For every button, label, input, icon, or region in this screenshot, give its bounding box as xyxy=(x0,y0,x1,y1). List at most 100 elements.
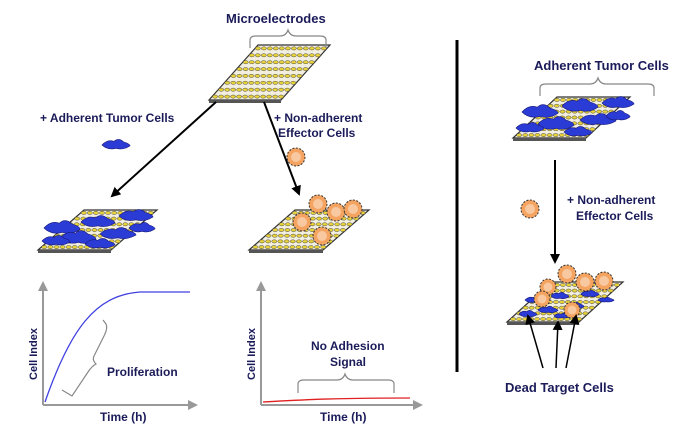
electrode-dot xyxy=(266,67,273,71)
electrode-dot xyxy=(283,239,290,244)
electrode-dot xyxy=(316,216,322,221)
electrode-dot xyxy=(255,46,261,51)
electrode-dot xyxy=(248,67,255,71)
electrode-dot xyxy=(546,317,552,321)
electrode-dot xyxy=(212,94,218,99)
electrode-dot xyxy=(236,87,243,92)
electrode-dot xyxy=(71,245,78,249)
electrode-dot xyxy=(41,245,48,249)
tumor-cell xyxy=(521,104,559,118)
electrode-dot xyxy=(534,133,541,137)
electrode-dot xyxy=(559,300,565,304)
tumor-cell-layer xyxy=(41,96,635,319)
electrode-dot xyxy=(224,80,231,85)
electrode-dot xyxy=(295,245,302,249)
electrode-dot xyxy=(577,121,584,126)
electrode-dot xyxy=(260,60,267,65)
electrode-dot xyxy=(583,300,589,304)
plot-left-ylabel: Cell Index xyxy=(27,328,40,380)
electrode-dot xyxy=(315,46,321,51)
electrode-dot xyxy=(296,60,303,65)
electrode-dot xyxy=(278,228,285,232)
electrode-dot xyxy=(309,228,315,232)
electrode-dot xyxy=(248,80,255,85)
tumor-right-bracket xyxy=(539,76,655,96)
label-no-adhesion-2: Signal xyxy=(330,355,367,369)
effector-cell-nucleus xyxy=(567,305,577,315)
effector-cell-nucleus xyxy=(599,276,609,286)
electrode-dot xyxy=(522,317,528,321)
electrode-dot xyxy=(315,222,322,227)
electrode-dot xyxy=(85,228,92,232)
electrode-dot xyxy=(285,216,292,221)
electrode-dot xyxy=(273,46,279,51)
electrode-dot xyxy=(290,74,297,78)
electrode-dot xyxy=(248,87,255,92)
electrode-dot xyxy=(266,87,273,92)
electrode-dot xyxy=(260,94,266,99)
electrode-dot xyxy=(302,53,309,58)
electrode-dot xyxy=(277,239,284,244)
tumor-cell xyxy=(101,139,131,150)
electrode-dot xyxy=(248,74,255,78)
electrode-dot xyxy=(296,239,302,244)
no-adhesion-curve xyxy=(262,397,411,403)
electrode-dot xyxy=(334,222,341,227)
tumor-cell xyxy=(80,215,116,227)
electrode-dot xyxy=(272,67,279,71)
electrode-dot xyxy=(301,245,308,249)
electrode-dot xyxy=(559,288,566,293)
electrode-dot xyxy=(296,233,303,238)
effector-cell-nucleus xyxy=(317,231,327,241)
electrode-dot xyxy=(230,94,236,99)
electrode-dot xyxy=(272,53,279,58)
electrode-dot xyxy=(265,239,271,244)
electrode-dot xyxy=(254,67,261,71)
electrode-dot xyxy=(105,211,111,215)
effector-cell-nucleus xyxy=(313,199,323,209)
electrode-dot xyxy=(296,74,303,78)
electrode-dot xyxy=(308,245,314,249)
effector-cell-nucleus xyxy=(543,282,553,292)
arrow-to-tumor-left xyxy=(110,101,217,198)
tumor-cell xyxy=(84,238,116,249)
electrode-dot xyxy=(242,67,249,71)
electrode-dot xyxy=(302,60,309,65)
electrode-dot xyxy=(308,53,315,58)
electrode-dot xyxy=(528,133,535,137)
electrode-dot xyxy=(321,46,327,51)
pointer-dead-1 xyxy=(525,314,544,369)
tumor-cell xyxy=(537,116,575,130)
label-microelectrodes: Microelectrodes xyxy=(226,11,326,26)
tumor-cell xyxy=(580,290,600,297)
electrode-dot xyxy=(571,288,578,293)
electrode-dot xyxy=(291,211,298,215)
electrode-dot xyxy=(248,60,255,65)
plot-proliferation xyxy=(38,281,198,410)
electrode-dot xyxy=(516,317,522,321)
electrode-dot xyxy=(528,305,535,310)
electrode-dot xyxy=(284,67,291,71)
electrode-dot xyxy=(566,283,572,287)
electrode-dot xyxy=(53,245,60,249)
electrode-dot xyxy=(346,222,353,227)
electrode-dot xyxy=(59,245,66,249)
electrode-dot xyxy=(582,305,589,310)
electrode-dot xyxy=(260,67,267,71)
electrode-dot xyxy=(266,94,272,99)
electrode-dot xyxy=(254,60,261,65)
electrode-dot xyxy=(248,94,254,99)
effector-cell-nucleus xyxy=(580,277,590,287)
plot-no-adhesion xyxy=(256,281,423,410)
electrode-dot xyxy=(242,80,249,85)
electrode-dot xyxy=(259,239,265,244)
tumor-cell xyxy=(41,235,71,246)
electrode-dot xyxy=(302,67,309,71)
electrode-dot xyxy=(595,288,602,293)
plot-right-xlabel: Time (h) xyxy=(320,410,367,424)
electrode-dot xyxy=(290,67,297,71)
electrode-dot xyxy=(303,46,309,51)
electrode-dot xyxy=(571,294,578,299)
tumor-cell xyxy=(43,220,81,234)
electrode-dot xyxy=(322,216,329,221)
